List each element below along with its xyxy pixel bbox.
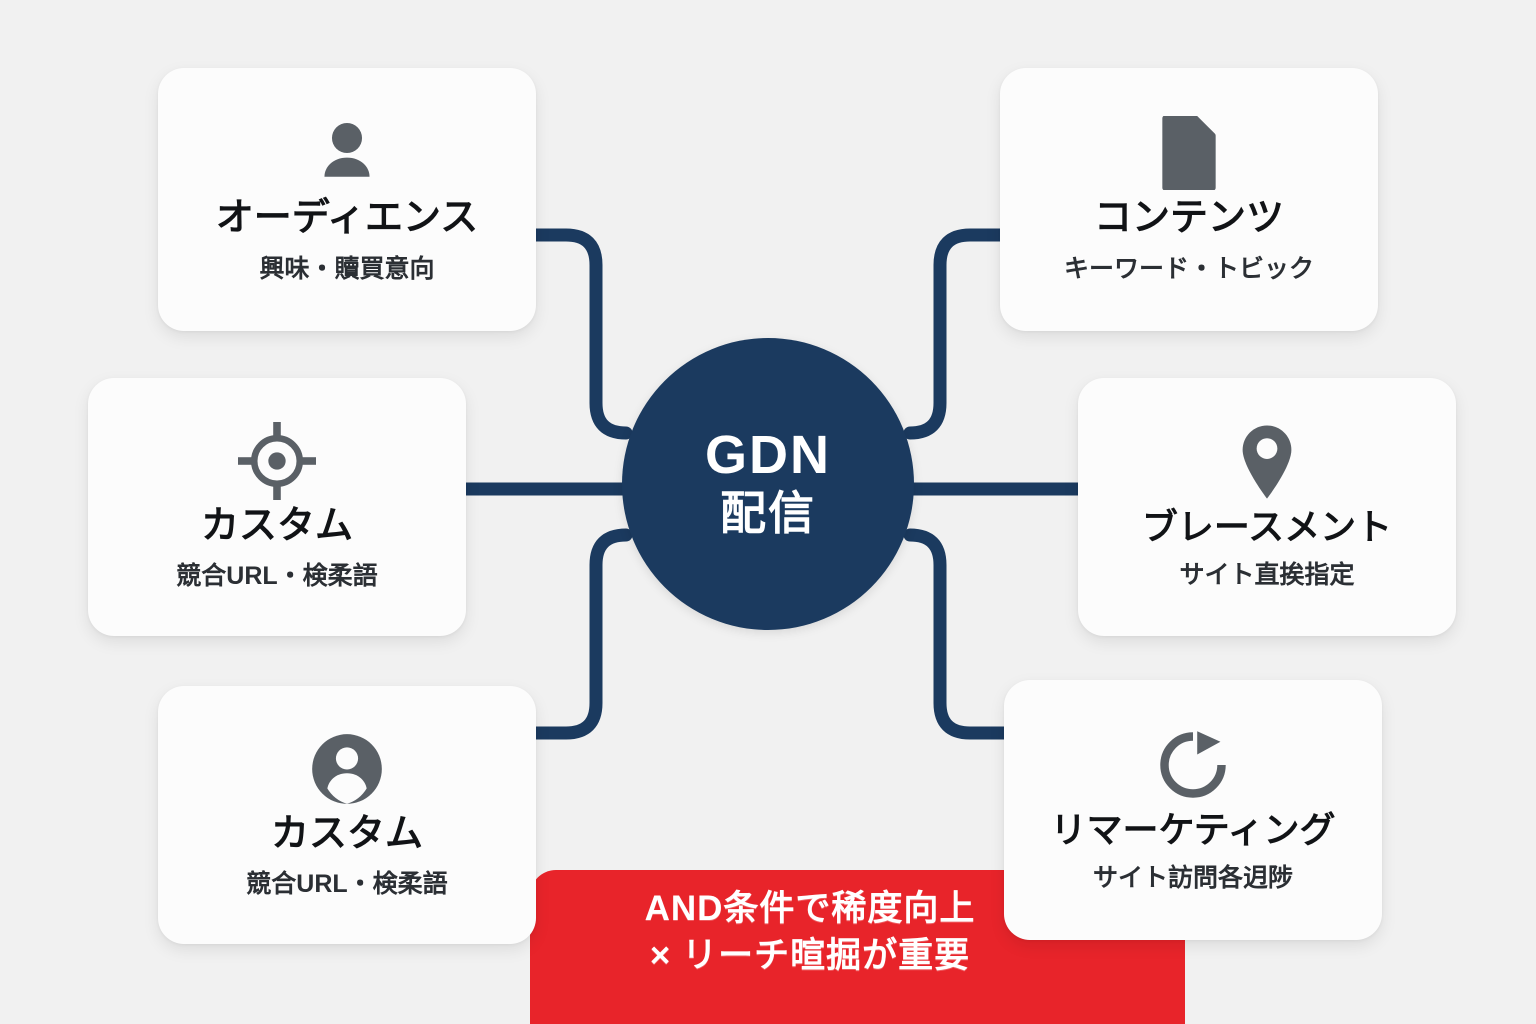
connector-content-to-hub: [903, 228, 1009, 440]
crosshair-target-icon: [238, 421, 316, 500]
card-title: カスタム: [200, 504, 353, 547]
card-title: カスタム: [270, 812, 423, 855]
refresh-icon: [1155, 726, 1231, 804]
card-subtitle: キーワード・トビック: [1063, 254, 1314, 283]
connector-audience-to-hub: [527, 228, 633, 440]
card-subtitle: 興味・贖買意向: [259, 254, 435, 283]
card-content[interactable]: コンテンツ キーワード・トビック: [1000, 68, 1378, 331]
person-circle-icon: [309, 730, 385, 808]
card-title: コンテンツ: [1093, 197, 1284, 240]
center-hub-gdn[interactable]: GDN 配信: [622, 338, 914, 630]
card-placement[interactable]: ブレースメント サイト直挨指定: [1078, 378, 1456, 636]
card-custom-bottom[interactable]: カスタム 競合URL・検柔語: [158, 686, 536, 944]
hub-sub-label: 配信: [720, 486, 816, 539]
card-audience[interactable]: オーディエンス 興味・贖買意向: [158, 68, 536, 331]
connector-remarketing-to-hub: [903, 528, 1013, 740]
hub-main-label: GDN: [705, 425, 831, 486]
document-icon: [1157, 114, 1221, 192]
banner-line-2: × リーチ暄掘が重要: [649, 935, 971, 975]
card-subtitle: 競合URL・検柔語: [246, 870, 448, 899]
card-remarketing[interactable]: リマーケティング サイト訪問各迌陟: [1004, 680, 1382, 940]
map-pin-icon: [1236, 423, 1298, 501]
person-icon: [310, 114, 384, 192]
card-title: ブレースメント: [1141, 505, 1393, 547]
card-custom-middle[interactable]: カスタム 競合URL・検柔語: [88, 378, 466, 636]
card-title: リマーケティング: [1050, 808, 1336, 850]
card-subtitle: 競合URL・検柔語: [176, 562, 378, 591]
highlight-banner: AND条件で稀度向上 × リーチ暄掘が重要: [530, 870, 1185, 1024]
card-subtitle: サイト訪問各迌陟: [1092, 864, 1293, 893]
card-title: オーディエンス: [215, 197, 479, 240]
connector-custom-bottom-to-hub: [527, 528, 633, 740]
banner-line-1: AND条件で稀度向上: [644, 889, 976, 928]
card-subtitle: サイト直挨指定: [1179, 561, 1355, 590]
